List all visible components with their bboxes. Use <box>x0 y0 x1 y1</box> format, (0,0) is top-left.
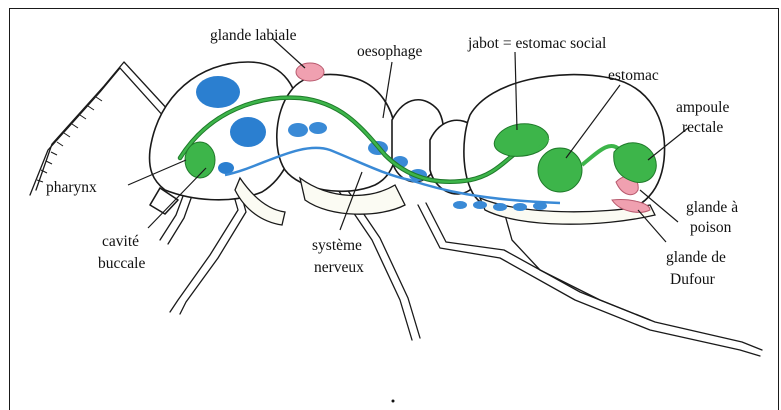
label-dufour-1: glande de <box>666 249 726 266</box>
label-oesophage: oesophage <box>357 43 423 60</box>
label-pharynx: pharynx <box>46 179 97 196</box>
label-estomac: estomac <box>608 67 659 84</box>
label-poison-1: glande à <box>686 199 738 216</box>
label-ampoule-2: rectale <box>682 119 723 136</box>
label-jabot: jabot = estomac social <box>467 35 606 52</box>
label-dufour-2: Dufour <box>670 271 716 288</box>
label-systeme-1: système <box>312 237 362 254</box>
label-ampoule-1: ampoule <box>676 99 729 116</box>
label-systeme-2: nerveux <box>314 259 364 276</box>
label-cavite-1: cavité <box>102 233 139 250</box>
label-cavite-2: buccale <box>98 255 145 272</box>
antenna <box>30 62 170 195</box>
label-poison-2: poison <box>690 219 732 236</box>
stray-dot <box>392 400 395 403</box>
label-glande-labiale: glande labiale <box>210 27 297 44</box>
